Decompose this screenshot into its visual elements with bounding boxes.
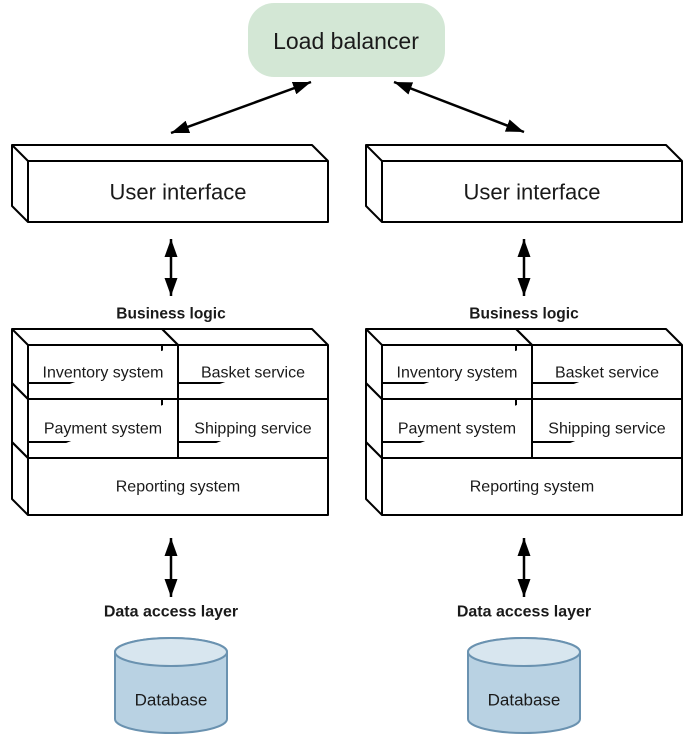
database-cylinder-top [114, 637, 228, 667]
data-access-layer-title: Data access layer [104, 604, 238, 621]
service-label-shipping: Shipping service [548, 421, 666, 438]
service-box-inventory [365, 328, 533, 400]
arrow-lb-to-ui-right [393, 80, 525, 134]
load-balancer-label: Load balancer [273, 28, 419, 54]
service-label-inventory: Inventory system [397, 365, 518, 382]
user-interface-label: User interface [464, 180, 601, 205]
service-label-inventory: Inventory system [43, 365, 164, 382]
service-label-payment: Payment system [398, 421, 516, 438]
column-right: User interface Business logic Inventory … [365, 144, 683, 734]
database-cylinder-top [467, 637, 581, 667]
database-label: Database [135, 691, 208, 710]
user-interface-box [11, 144, 329, 223]
column-left: User interface Business logic Inventory … [11, 144, 329, 734]
service-label-basket: Basket service [201, 365, 305, 382]
user-interface-box [365, 144, 683, 223]
load-balancer-node [248, 3, 445, 77]
service-label-reporting: Reporting system [116, 479, 241, 496]
business-logic-title: Business logic [116, 306, 226, 323]
service-label-shipping: Shipping service [194, 421, 312, 438]
service-label-reporting: Reporting system [470, 479, 595, 496]
database-cylinder: Database [467, 637, 581, 734]
business-logic-title: Business logic [469, 306, 579, 323]
arrow-lb-to-ui-left [170, 80, 312, 135]
database-label: Database [488, 691, 561, 710]
service-label-payment: Payment system [44, 421, 162, 438]
data-access-layer-title: Data access layer [457, 604, 591, 621]
service-box-inventory [11, 328, 179, 400]
database-cylinder: Database [114, 637, 228, 734]
service-label-basket: Basket service [555, 365, 659, 382]
business-logic-grid: Inventory system Basket service Payment … [365, 328, 683, 516]
user-interface-label: User interface [110, 180, 247, 205]
business-logic-grid: Inventory system Basket service Payment … [11, 328, 329, 516]
